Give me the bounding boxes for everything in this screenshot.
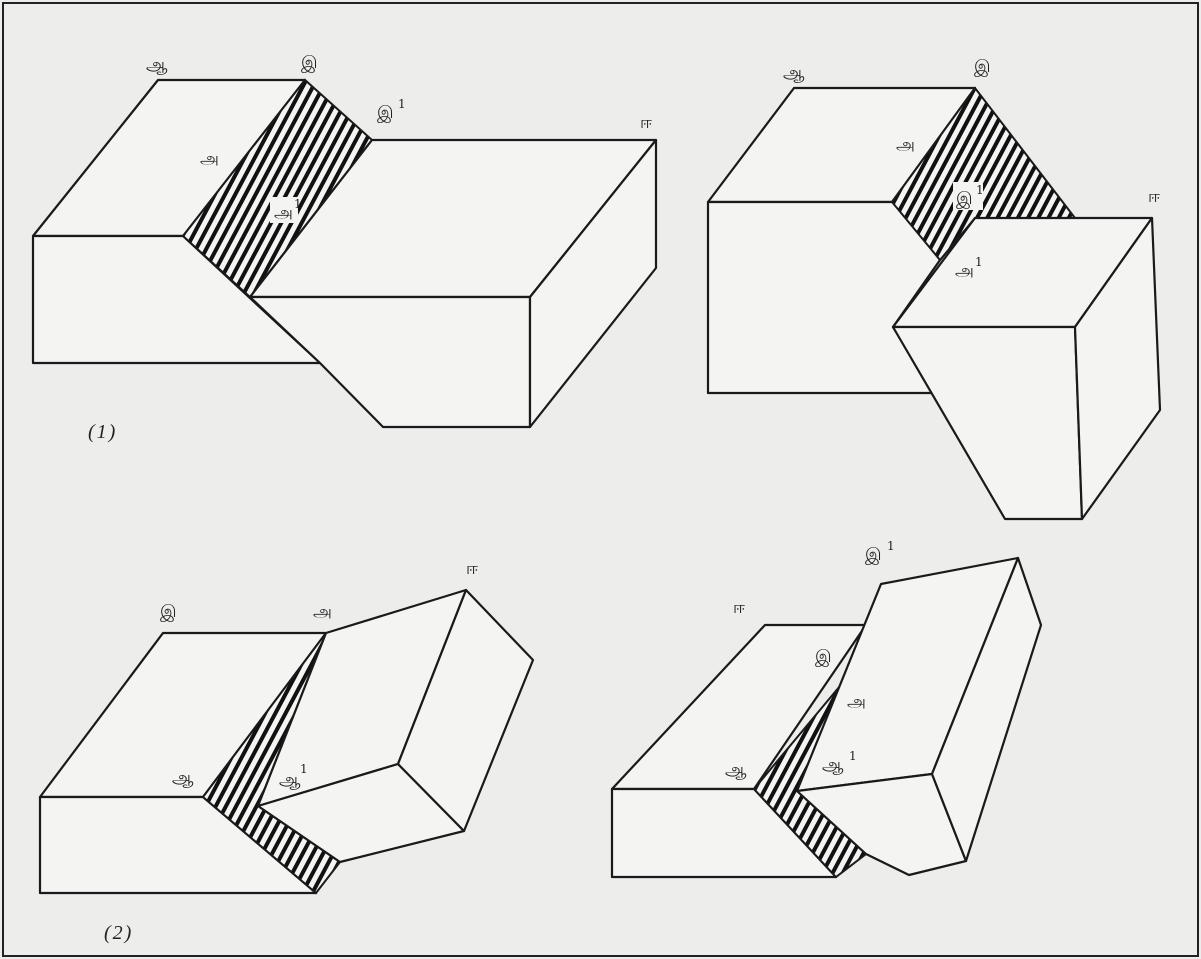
d1-label-aa: ஆ bbox=[146, 55, 168, 75]
d2-label-aa: ஆ bbox=[783, 63, 805, 83]
d4-label-ee: ஈ bbox=[733, 598, 745, 618]
d4-label-aa1: ஆ bbox=[822, 755, 844, 775]
d1-label-ii1: இ bbox=[377, 103, 394, 123]
d4-label-a: அ bbox=[847, 692, 866, 712]
d1-label-ii: இ bbox=[301, 53, 318, 73]
d1-label-a: அ bbox=[200, 149, 219, 169]
d4-label-ii: இ bbox=[815, 647, 832, 667]
d2-label-a1: அ bbox=[955, 261, 974, 281]
caption-2: (2) bbox=[104, 922, 133, 944]
d2-label-a: அ bbox=[896, 135, 915, 155]
d1-label-ii1-sup: 1 bbox=[398, 97, 406, 111]
d3-label-ii: இ bbox=[160, 602, 177, 622]
d1-label-a1-sup: 1 bbox=[294, 197, 302, 211]
d2-label-ee: ஈ bbox=[1148, 187, 1160, 207]
caption-1: (1) bbox=[88, 421, 117, 443]
d3-label-aa1-sup: 1 bbox=[300, 762, 308, 776]
d4-label-aa: ஆ bbox=[725, 760, 747, 780]
d2-label-ii1: இ bbox=[956, 189, 973, 209]
d3-label-a: அ bbox=[313, 602, 332, 622]
d3-label-aa: ஆ bbox=[172, 768, 194, 788]
d4-label-aa1-sup: 1 bbox=[849, 749, 857, 763]
d3-label-aa1: ஆ bbox=[279, 770, 301, 790]
d4-label-ii1: இ bbox=[865, 545, 882, 565]
d2-label-ii1-sup: 1 bbox=[976, 183, 984, 197]
d4-label-ii1-sup: 1 bbox=[887, 539, 895, 553]
d2-label-a1-sup: 1 bbox=[975, 255, 983, 269]
d1-label-a1: அ bbox=[274, 203, 293, 223]
d3-label-ee: ஈ bbox=[466, 559, 478, 579]
d2-label-ii: இ bbox=[974, 57, 991, 77]
d1-label-ee: ஈ bbox=[640, 113, 652, 133]
